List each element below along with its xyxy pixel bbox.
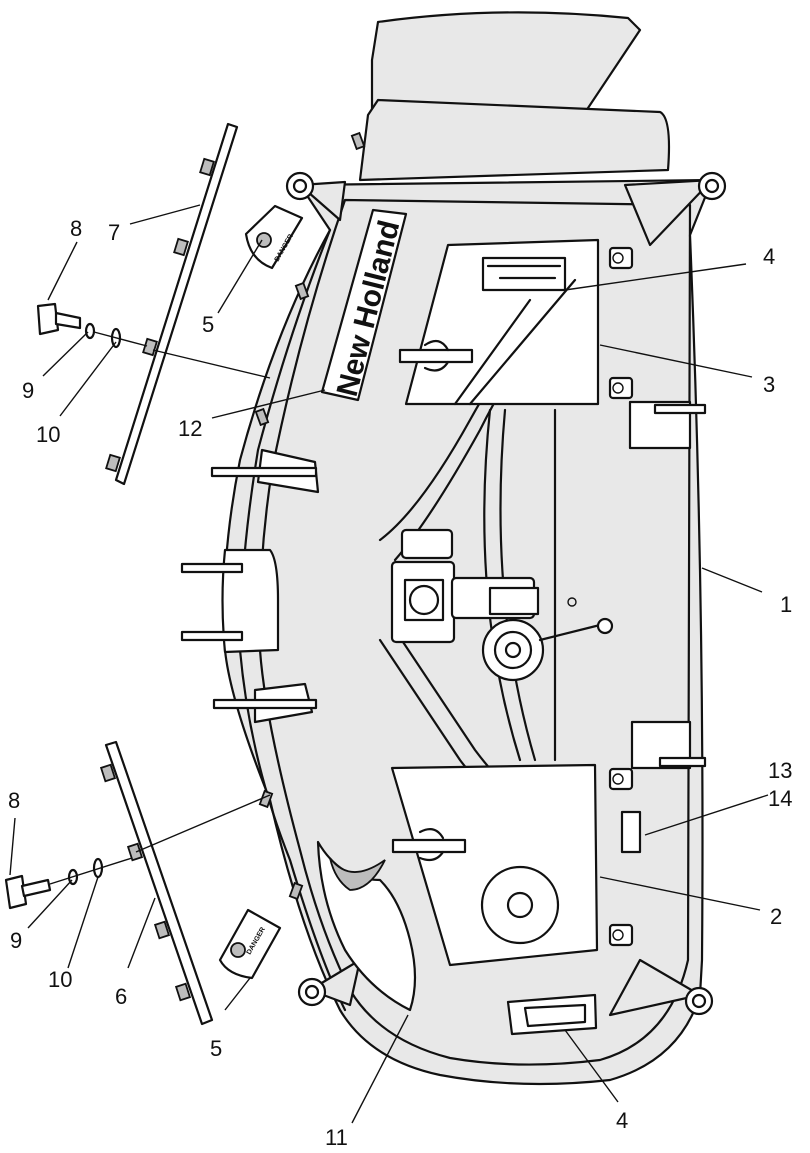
callout-14: 14 [768,786,792,811]
callout-12: 12 [178,416,202,441]
callout-10-top: 10 [36,422,60,447]
spindle-cover-top [398,238,600,406]
front-edge-studs [254,131,366,901]
danger-decal-top: DANGER [244,204,304,270]
callout-5-top: 5 [202,312,214,337]
spindle-cover-bottom [390,763,599,967]
spindle-cover-bolts [608,246,634,947]
lower-mounting-plate [506,993,598,1036]
discharge-chute [316,840,417,1012]
deck-corner-roller-bottom-right [608,958,714,1017]
callout-5-bottom: 5 [210,1036,222,1061]
callout-10-bottom: 10 [48,967,72,992]
callout-3: 3 [763,372,775,397]
callout-1: 1 [780,592,792,617]
bolt-assembly-top [36,302,148,349]
callout-4-bottom: 4 [616,1108,628,1133]
callout-6: 6 [115,984,127,1009]
callout-9-bottom: 9 [10,928,22,953]
danger-decal-bottom: DANGER [218,908,282,980]
gearbox [390,528,614,682]
callout-leaders [9,204,769,1124]
callout-2: 2 [770,904,782,929]
callout-8-bottom: 8 [8,788,20,813]
deck-corner-roller-top-left [285,171,347,222]
deck-top-hood [358,11,671,182]
front-baffle-plate-top [105,122,239,486]
assembly-lines [135,349,271,853]
deck-left-tabs [180,448,320,724]
deck-corner-roller-bottom-left [297,958,362,1007]
bolt-assembly-bottom [4,857,133,910]
callout-4-top: 4 [763,244,775,269]
deck-side-brackets [620,400,707,854]
callout-13: 13 [768,758,792,783]
callout-11: 11 [325,1125,348,1150]
callout-9-top: 9 [22,378,34,403]
front-baffle-plate-bottom [99,740,214,1026]
callout-7: 7 [108,220,120,245]
callout-labels: 1 2 3 4 4 5 5 6 7 8 8 9 9 10 10 11 12 13… [8,216,792,1150]
callout-8-top: 8 [70,216,82,241]
deck-corner-roller-top-right [623,171,727,247]
